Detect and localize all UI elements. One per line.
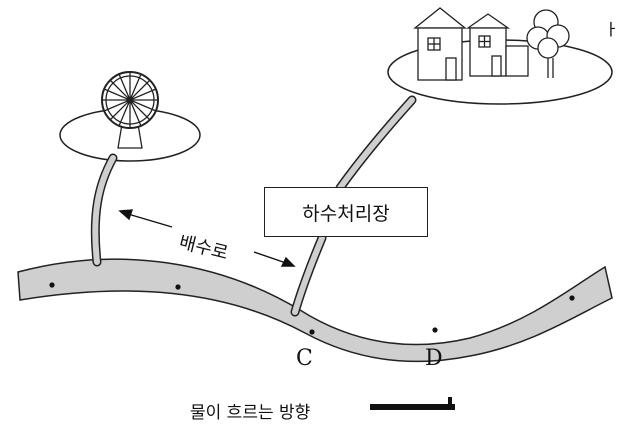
houses-icon (413, 7, 529, 81)
point-d-label: D (425, 346, 443, 371)
river (17, 258, 613, 363)
sewer-pipe-arrow (118, 209, 296, 267)
point-c-label: C (296, 346, 313, 371)
flow-direction-legend: 물이 흐르는 방향 (190, 403, 311, 423)
treatment-plant-label: 하수처리장 (302, 202, 390, 225)
treatment-plant-box: 하수처리장 (264, 187, 428, 237)
tree-icon (526, 9, 570, 78)
water-wheel-icon (101, 71, 159, 149)
flow-arrow-icon (370, 397, 455, 410)
river-dots (49, 282, 575, 335)
corner-text: ㅏ (604, 20, 619, 39)
